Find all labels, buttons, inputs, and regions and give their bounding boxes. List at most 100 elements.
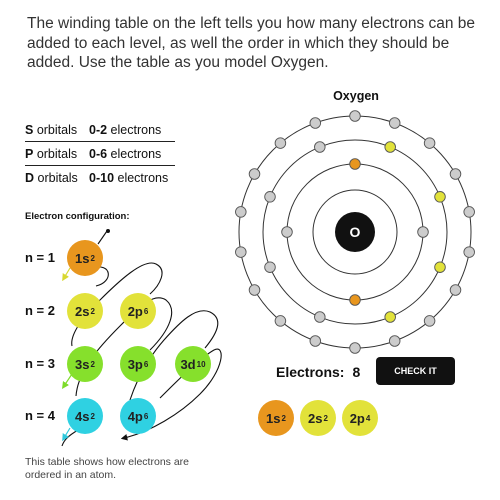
orbital-word: orbitals [34,170,78,185]
orbital-superscript: 6 [143,359,149,369]
orbital-letter: P [25,146,34,161]
orbital-range: 0-2 [89,122,108,137]
electron-slot-empty [235,206,247,218]
orbital-name: 2s [75,303,90,319]
electron-filled [434,261,446,273]
orbital-unit: electrons [107,122,162,137]
orbital-row-p: P orbitals 0-6 electrons [25,142,175,166]
electron-slot-empty [248,284,261,296]
orbital-range: 0-10 [89,170,115,185]
nucleus [335,212,375,252]
electron-slot-empty [314,311,326,323]
orbital-name: 4p [127,408,143,424]
electron-slot-empty [417,226,429,238]
electron-slot-empty [314,141,326,153]
chip-name: 2s [308,410,323,426]
electron-filled [349,158,361,170]
orbital-superscript: 2 [90,359,95,369]
electron-configuration-title: Electron configuration: [25,211,130,222]
electron-filled [384,141,396,153]
instructions-text: The winding table on the left tells you … [27,15,476,71]
orbital-superscript: 10 [196,359,206,369]
electron-slot-empty [463,246,475,258]
chip-name: 1s [266,410,281,426]
electron-slot-empty [449,168,462,180]
orbital-row-d: D orbitals 0-10 electrons [25,166,175,189]
electron-slot-empty [423,315,436,327]
electron-slot-empty [264,191,276,203]
chip-superscript: 4 [365,413,371,423]
entry-segment [97,230,108,245]
orbital-letter: D [25,170,35,185]
electron-slot-empty [349,342,361,354]
electrons-label: Electrons: [276,364,345,380]
level-label-n2: n = 2 [25,303,55,318]
electrons-count: 8 [352,364,361,380]
level-label-n1: n = 1 [25,250,55,265]
orbital-letter: S [25,122,34,137]
orbital-superscript: 2 [90,253,95,263]
orbital-word: orbitals [33,122,78,137]
electron-slot-empty [309,335,322,347]
electron-slot-empty [309,117,322,129]
electron-slot-empty [449,284,462,296]
electron-filled [434,191,446,203]
electron-slot-empty [349,110,361,122]
orbital-name: 2p [127,303,143,319]
arrow-into-2s [62,267,71,282]
level-label-n4: n = 4 [25,408,55,423]
orbital-word: orbitals [33,146,78,161]
electron-slot-empty [423,137,436,149]
chip-name: 2p [349,410,365,426]
shell-ring-1 [312,189,398,275]
orbital-name: 3p [127,356,143,372]
table-caption: This table shows how electrons are order… [25,456,189,481]
orbital-name: 3d [180,356,196,372]
electron-slot-empty [388,117,401,129]
orbital-name: 4s [75,408,90,424]
orbital-range: 0-6 [89,146,108,161]
orbital-capacity-table: S orbitals 0-2 electrons P orbitals 0-6 … [25,118,175,189]
orbital-row-s: S orbitals 0-2 electrons [25,118,175,142]
start-dot [106,229,110,233]
electron-slot-empty [274,137,287,149]
orbital-superscript: 6 [143,306,149,316]
atom-title: Oxygen [333,89,379,103]
orbital-name: 3s [75,356,90,372]
electron-filled [349,294,361,306]
electron-slot-empty [248,168,261,180]
orbital-superscript: 2 [90,306,95,316]
orbital-name: 1s [75,250,90,266]
check-it-button[interactable]: CHECK IT [376,357,455,385]
orbital-superscript: 2 [90,411,95,421]
shell-ring-3 [262,139,448,325]
electron-filled [384,311,396,323]
electron-slot-empty [274,315,287,327]
electron-slot-empty [463,206,475,218]
chip-superscript: 2 [323,413,328,423]
electron-slot-empty [235,246,247,258]
electron-counter: Electrons: 8 [276,364,360,380]
nucleus-symbol: O [350,224,361,240]
orbital-superscript: 6 [143,411,149,421]
arrow-into-4s [62,427,71,442]
orbital-unit: electrons [114,170,169,185]
level-label-n3: n = 3 [25,356,55,371]
orbital-unit: electrons [107,146,162,161]
electron-slot-empty [388,335,401,347]
electron-slot-empty [264,261,276,273]
chip-superscript: 2 [281,413,286,423]
electron-slot-empty [281,226,293,238]
